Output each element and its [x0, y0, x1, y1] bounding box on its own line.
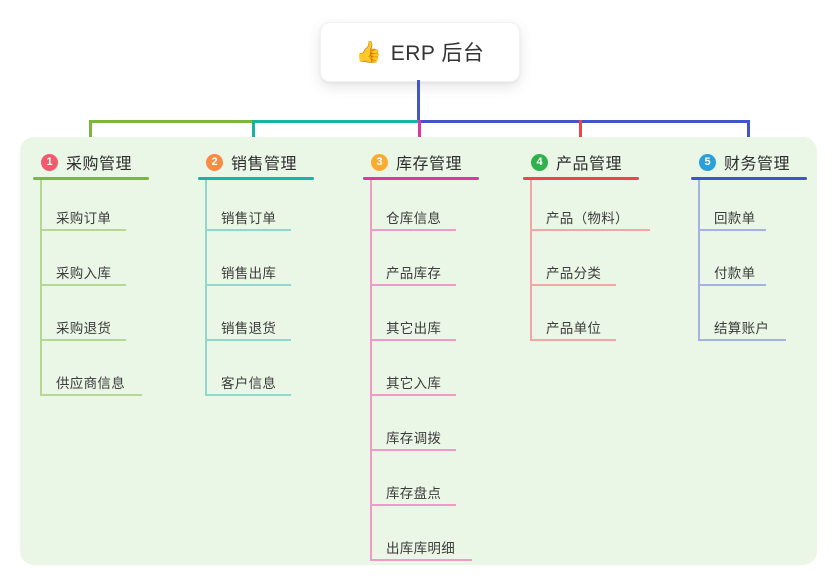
node-sales-outbound[interactable]: 销售出库 — [221, 266, 277, 281]
connector-spine-inventory — [370, 180, 372, 561]
node-sales-return[interactable]: 销售退货 — [221, 321, 277, 336]
node-supplier-info[interactable]: 供应商信息 — [56, 376, 125, 391]
thumbs-up-icon: 👍 — [355, 40, 382, 64]
node-underline — [205, 284, 291, 286]
node-settlement-account[interactable]: 结算账户 — [714, 321, 770, 336]
node-purchase-inbound[interactable]: 采购入库 — [56, 266, 112, 281]
connector-spine-product — [530, 180, 532, 341]
node-payment-order[interactable]: 付款单 — [714, 266, 756, 281]
node-underline — [205, 229, 291, 231]
connector-drop-sales — [252, 120, 255, 150]
node-underline — [698, 229, 766, 231]
branch-underline-inventory — [363, 177, 479, 180]
node-underline — [698, 339, 786, 341]
node-receipt-order[interactable]: 回款单 — [714, 211, 756, 226]
connector-drop-product — [579, 120, 582, 150]
branch-label: 财务管理 — [724, 156, 791, 173]
node-product-category[interactable]: 产品分类 — [546, 266, 602, 281]
node-underline — [698, 284, 766, 286]
connector-drop-finance — [747, 120, 750, 150]
branch-header-product-management[interactable]: 4 产品管理 — [531, 149, 622, 175]
node-inout-detail[interactable]: 出库库明细 — [386, 541, 455, 556]
node-underline — [530, 229, 650, 231]
node-product-unit[interactable]: 产品单位 — [546, 321, 602, 336]
connector-bus-left-green — [89, 120, 253, 123]
connector-drop-inventory — [418, 120, 421, 150]
branch-underline-finance — [691, 177, 807, 180]
node-product-material[interactable]: 产品（物料） — [546, 211, 629, 226]
node-purchase-order[interactable]: 采购订单 — [56, 211, 112, 226]
branch-label: 采购管理 — [66, 156, 133, 173]
node-underline — [40, 229, 126, 231]
node-underline — [370, 559, 472, 561]
badge-2: 2 — [206, 153, 223, 171]
node-underline — [370, 449, 456, 451]
badge-1: 1 — [41, 153, 58, 171]
connector-spine-sales — [205, 180, 207, 396]
connector-spine-purchase — [40, 180, 42, 396]
node-underline — [530, 284, 616, 286]
badge-5: 5 — [699, 153, 716, 171]
branch-underline-purchase — [33, 177, 149, 180]
node-underline — [370, 229, 456, 231]
node-sales-order[interactable]: 销售订单 — [221, 211, 277, 226]
branch-underline-sales — [198, 177, 314, 180]
branch-header-inventory-management[interactable]: 3 库存管理 — [371, 149, 462, 175]
node-stock-transfer[interactable]: 库存调拨 — [386, 431, 442, 446]
node-underline — [205, 394, 291, 396]
node-underline — [530, 339, 616, 341]
badge-3: 3 — [371, 153, 388, 171]
node-stock-taking[interactable]: 库存盘点 — [386, 486, 442, 501]
node-purchase-return[interactable]: 采购退货 — [56, 321, 112, 336]
node-underline — [40, 394, 142, 396]
connector-bus-mid-teal — [253, 120, 419, 123]
node-customer-info[interactable]: 客户信息 — [221, 376, 277, 391]
connector-root-vertical — [417, 80, 420, 122]
node-other-inbound[interactable]: 其它入库 — [386, 376, 442, 391]
node-underline — [40, 284, 126, 286]
branch-header-purchase-management[interactable]: 1 采购管理 — [41, 149, 132, 175]
node-underline — [370, 284, 456, 286]
branch-label: 库存管理 — [396, 156, 463, 173]
badge-4: 4 — [531, 153, 548, 171]
branch-label: 产品管理 — [556, 156, 623, 173]
connector-bus-right-blue — [419, 120, 750, 123]
node-underline — [370, 504, 456, 506]
branch-header-finance-management[interactable]: 5 财务管理 — [699, 149, 790, 175]
node-other-outbound[interactable]: 其它出库 — [386, 321, 442, 336]
root-node-erp[interactable]: 👍 ERP 后台 — [320, 22, 520, 82]
node-underline — [40, 339, 126, 341]
content-panel — [20, 137, 817, 565]
node-underline — [205, 339, 291, 341]
branch-underline-product — [523, 177, 639, 180]
connector-spine-finance — [698, 180, 700, 341]
node-product-stock[interactable]: 产品库存 — [386, 266, 442, 281]
branch-label: 销售管理 — [231, 156, 298, 173]
branch-header-sales-management[interactable]: 2 销售管理 — [206, 149, 297, 175]
node-warehouse-info[interactable]: 仓库信息 — [386, 211, 442, 226]
node-underline — [370, 394, 456, 396]
node-underline — [370, 339, 456, 341]
root-node-label: ERP 后台 — [390, 42, 485, 65]
connector-drop-purchase — [89, 120, 92, 150]
